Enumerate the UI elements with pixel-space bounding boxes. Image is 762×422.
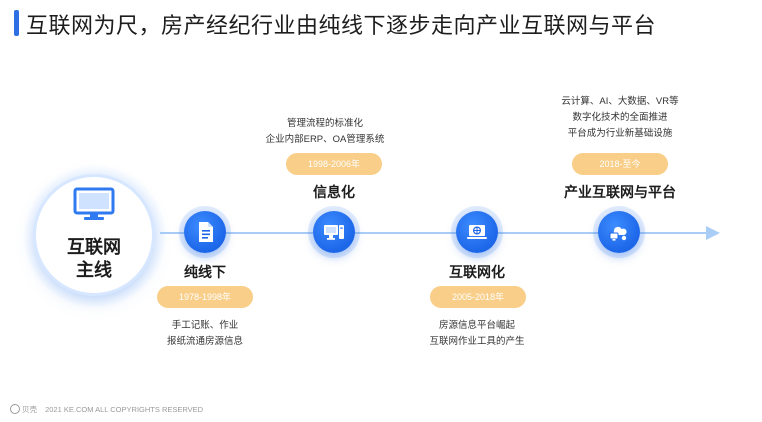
cloud-device-icon [609, 226, 627, 241]
laptop-globe-icon [467, 225, 487, 239]
stage-desc-platform: 云计算、AI、大数据、VR等 数字化技术的全面推进 平台成为行业新基础设施 [561, 96, 679, 139]
hub-label-line1: 互联网 [67, 237, 121, 257]
period-pill-informatization: 1998-2006年 [286, 153, 382, 175]
stage-node-internet [456, 211, 498, 253]
stage-node-offline [184, 211, 226, 253]
timeline-axis [160, 232, 708, 234]
stage-node-informatization [313, 211, 355, 253]
timeline-arrowhead [706, 226, 720, 240]
stage-title-internet: 互联网化 [449, 264, 505, 280]
brand-logo-icon [10, 404, 20, 414]
stage-desc-internet: 房源信息平台崛起 互联网作业工具的产生 [429, 320, 525, 347]
stage-desc-informatization: 管理流程的标准化 企业内部ERP、OA管理系统 [265, 118, 385, 145]
title-accent-bar [14, 10, 19, 36]
stage-desc-offline: 手工记账、作业 报纸流通房源信息 [166, 320, 243, 347]
monitor-icon [72, 187, 116, 226]
stage-title-offline: 纯线下 [184, 264, 226, 280]
hub-label-line2: 主线 [76, 260, 112, 280]
page-title: 互联网为尺，房产经纪行业由纯线下逐步走向产业互联网与平台 [26, 13, 657, 38]
document-icon [199, 222, 213, 242]
stage-title-informatization: 信息化 [313, 184, 355, 200]
desktop-computer-icon [324, 225, 344, 240]
period-pill-offline: 1978-1998年 [157, 286, 253, 308]
period-pill-platform: 2018-至今 [572, 153, 668, 175]
footer-brand: 贝壳 [22, 405, 37, 414]
stage-title-platform: 产业互联网与平台 [564, 184, 676, 200]
footer-copyright: 2021 KE.COM ALL COPYRIGHTS RESERVED [45, 405, 204, 414]
footer: 贝壳 2021 KE.COM ALL COPYRIGHTS RESERVED [10, 404, 203, 415]
period-pill-internet: 2005-2018年 [430, 286, 526, 308]
stage-node-platform [598, 211, 640, 253]
